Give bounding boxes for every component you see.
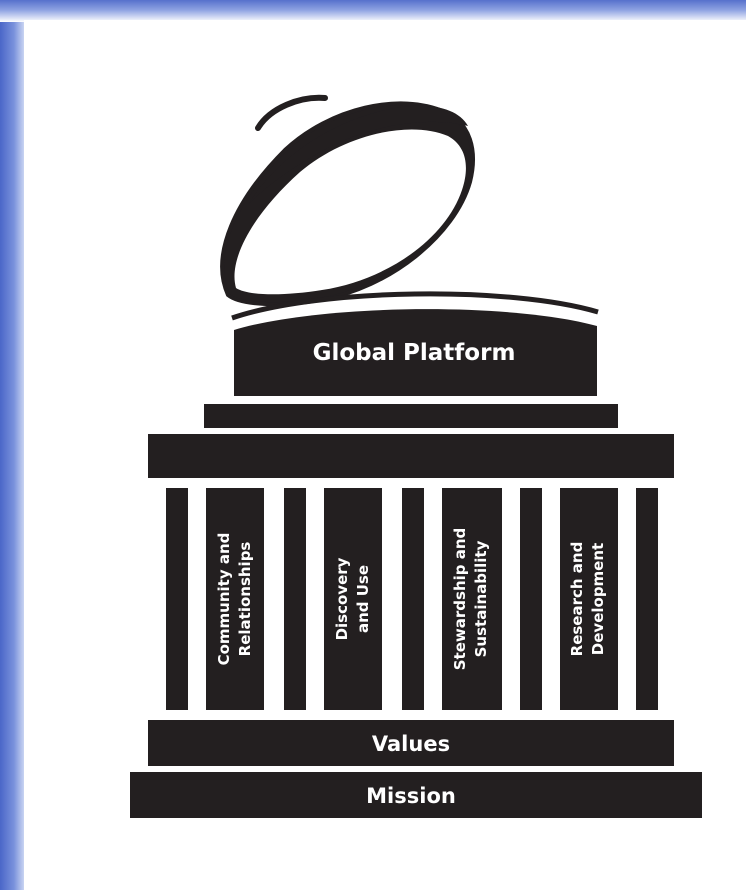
pillar-label-line1: Research and [568,542,586,657]
upper-step [204,404,618,428]
pillar-community: Community and Relationships [206,488,264,710]
pillar-label-line2: Relationships [236,542,254,657]
pillar-label-line2: and Use [354,565,372,633]
entablature [148,434,674,478]
pillar-stewardship: Stewardship and Sustainability [442,488,502,710]
pillar-label-line1: Discovery [333,557,351,640]
pillar-label-line2: Sustainability [472,540,490,657]
mission-base [130,772,702,818]
thin-column [284,488,306,710]
pillar-label-line1: Community and [215,533,233,666]
dome-inner-rim [234,129,466,295]
thin-column [636,488,658,710]
pillar-label-line1: Stewardship and [451,528,469,671]
values-label: Values [372,732,450,756]
thin-column [520,488,542,710]
dome-highlight-arc [255,94,328,131]
dome-top-fill [248,105,468,205]
mission-label: Mission [366,784,456,808]
pillar-discovery: Discovery and Use [324,488,382,710]
dome-lid [220,94,475,307]
global-platform-label: Global Platform [313,340,516,366]
platform-arc [231,291,599,321]
thin-column [402,488,424,710]
global-platform-block [234,309,597,396]
pillar-label-line2: Development [589,543,607,655]
values-base [148,720,674,766]
blue-frame-top [0,0,746,22]
pillar-research: Research and Development [560,488,618,710]
thin-column [166,488,188,710]
